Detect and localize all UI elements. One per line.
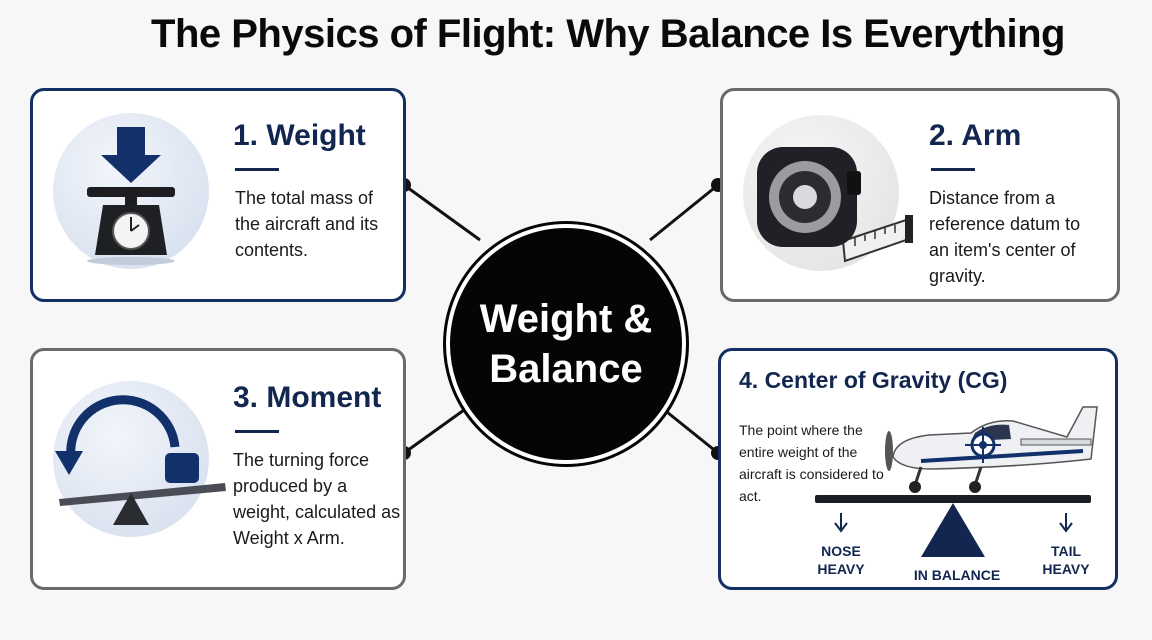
- hub-line-1: Weight &: [479, 297, 653, 341]
- title-underline: [931, 168, 975, 171]
- arm-title: 2. Arm: [929, 119, 1022, 152]
- tape-measure-icon: [757, 147, 913, 263]
- moment-description: The turning force produced by a weight, …: [233, 450, 401, 548]
- cg-description: The point where the entire weight of the…: [739, 422, 884, 504]
- in-balance-label: IN BALANCE: [913, 567, 1001, 583]
- moment-card: 3. Moment The turning force produced by …: [30, 348, 406, 590]
- moment-title: 3. Moment: [233, 381, 382, 414]
- nose-heavy-label: NOSE HEAVY: [817, 543, 865, 577]
- weight-card: 1. Weight The total mass of the aircraft…: [30, 88, 406, 302]
- title-underline: [235, 168, 279, 171]
- hub-line-2: Balance: [489, 347, 643, 391]
- arm-card: 2. Arm Distance from a reference datum t…: [720, 88, 1120, 302]
- airplane-icon: [885, 406, 1098, 493]
- tail-heavy-label: TAIL HEAVY: [1042, 543, 1090, 577]
- hub-label: Weight & Balance: [466, 294, 666, 394]
- balance-beam-icon: [815, 495, 1091, 557]
- title-underline: [235, 430, 279, 433]
- arm-description: Distance from a reference datum to an it…: [929, 188, 1081, 286]
- center-of-gravity-card: 4. Center of Gravity (CG) The point wher…: [718, 348, 1118, 590]
- cg-title: 4. Center of Gravity (CG): [739, 367, 1008, 393]
- seesaw-icon: [55, 395, 226, 525]
- weight-title: 1. Weight: [233, 119, 366, 152]
- weight-description: The total mass of the aircraft and its c…: [235, 188, 379, 260]
- weight-balance-hub: Weight & Balance: [446, 224, 686, 464]
- page-title: The Physics of Flight: Why Balance Is Ev…: [151, 12, 1065, 56]
- scale-icon: [87, 127, 175, 265]
